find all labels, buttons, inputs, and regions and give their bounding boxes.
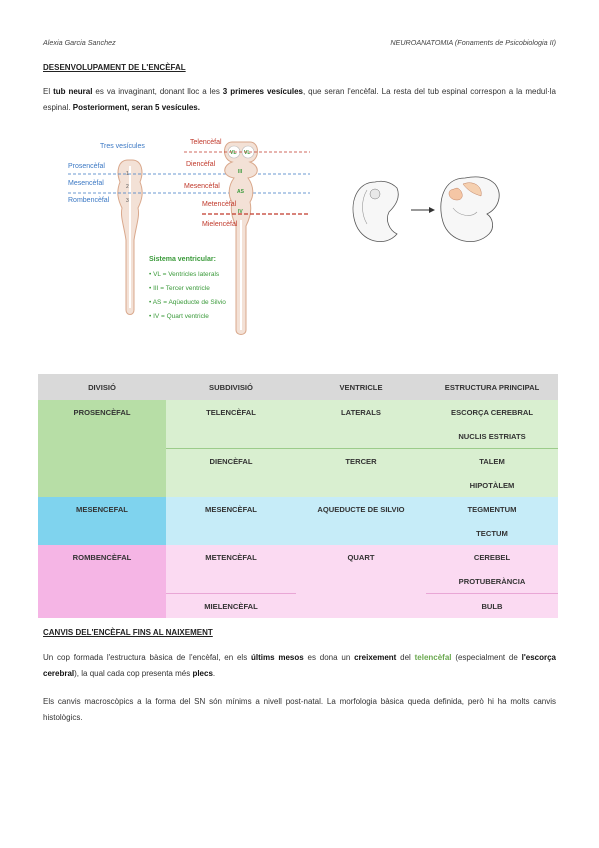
label-prosencefal: Prosencèfal: [68, 163, 105, 170]
number-2: 2: [126, 184, 129, 190]
page-header: Alexia Garcia Sanchez NEUROANATOMIA (Fon…: [43, 38, 556, 47]
table-row: PROSENCÈFAL TELENCÈFAL LATERALS ESCORÇA …: [38, 400, 558, 497]
header-ventricle: VENTRICLE: [296, 374, 426, 400]
label-as: AS: [237, 189, 245, 195]
embryo-early: [352, 180, 399, 242]
header-subdivisio: SUBDIVISIÓ: [166, 374, 296, 400]
label-telencefal: Telencèfal: [190, 139, 222, 146]
table-row: NUCLIS ESTRIATS: [38, 424, 558, 449]
cell-mesencefal-sub: MESENCÈFAL: [166, 497, 296, 545]
course-title: NEUROANATOMIA (Fonaments de Psicobiologi…: [390, 38, 556, 47]
cell-mielencefal: MIELENCÈFAL: [166, 593, 296, 618]
header-divisio: DIVISIÓ: [38, 374, 166, 400]
cell-prosencefal: PROSENCÈFAL: [38, 400, 166, 497]
table-header-row: DIVISIÓ SUBDIVISIÓ VENTRICLE ESTRUCTURA …: [38, 374, 558, 400]
sv-as: • AS = Aqüeducte de Silvio: [149, 299, 226, 306]
header-estructura: ESTRUCTURA PRINCIPAL: [426, 374, 558, 400]
five-vesicles-brain: VL VL III AS IV: [224, 141, 258, 335]
embryo-late: [440, 176, 500, 242]
table-row: MIELENCÈFAL BULB: [38, 593, 558, 618]
cell-rombencefal: ROMBENCÈFAL: [38, 545, 166, 618]
label-iii: III: [238, 169, 243, 175]
label-tres-vesicules: Tres vesícules: [100, 143, 145, 150]
label-vl-left: VL: [230, 150, 236, 156]
label-rombencefal: Rombencèfal: [68, 197, 110, 204]
cell-tercer: TERCER: [296, 448, 426, 497]
paragraph-postnatal: Els canvis macroscòpics a la forma del S…: [43, 697, 556, 722]
cell-nuclis: NUCLIS ESTRIATS: [426, 424, 558, 449]
three-vesicles-tube: 1 2 3: [117, 159, 143, 315]
label-diencefal: Diencèfal: [186, 161, 216, 168]
number-3: 3: [126, 198, 129, 204]
table-row: PROTUBERÀNCIA: [38, 569, 558, 594]
arrow-icon: [411, 207, 435, 213]
label-mielencefal: Mielencèfal: [202, 221, 238, 228]
cell-telencefal: TELENCÈFAL: [166, 400, 296, 449]
cell-hipotalem: HIPOTÀLEM: [426, 473, 558, 497]
cell-cerebel: CEREBEL: [426, 545, 558, 569]
sistema-ventricular-title: Sistema ventricular:: [149, 256, 216, 263]
sv-iv: • IV = Quart ventricle: [149, 313, 209, 320]
table-row: TECTUM: [38, 521, 558, 545]
cell-quart: QUART: [296, 545, 426, 618]
label-mesencefal: Mesencèfal: [68, 180, 104, 187]
cell-laterals: LATERALS: [296, 400, 426, 449]
embryo-development-drawing: [352, 176, 500, 242]
label-iv: IV: [238, 209, 243, 215]
brain-divisions-table: DIVISIÓ SUBDIVISIÓ VENTRICLE ESTRUCTURA …: [38, 374, 558, 618]
cell-talem: TALEM: [426, 448, 558, 473]
cell-bulb: BULB: [426, 593, 558, 618]
table-row: ROMBENCÈFAL METENCÈFAL QUART CEREBEL: [38, 545, 558, 618]
section-title-development: DESENVOLUPAMENT DE L'ENCÈFAL: [43, 63, 186, 72]
label-metencefal: Metencèfal: [202, 201, 237, 208]
cell-aqueducte: AQUEDUCTE DE SILVIO: [296, 497, 426, 545]
cell-metencefal: METENCÈFAL: [166, 545, 296, 594]
table-row: HIPOTÀLEM: [38, 473, 558, 497]
table-row: DIENCÈFAL TERCER TALEM: [38, 448, 558, 497]
vesicles-diagram: 1 2 3 Tres vesícules Prosencèfal Mesencè…: [68, 139, 310, 335]
cell-mesencefal: MESENCEFAL: [38, 497, 166, 545]
section-title-changes: CANVIS DEL'ENCÈFAL FINS AL NAIXEMENT: [43, 628, 213, 637]
sv-vl: • VL = Ventricles laterals: [149, 271, 220, 278]
number-1: 1: [126, 171, 129, 177]
cell-escorca: ESCORÇA CEREBRAL: [426, 400, 558, 424]
cell-protuberancia: PROTUBERÀNCIA: [426, 569, 558, 594]
cell-diencefal: DIENCÈFAL: [166, 448, 296, 497]
cell-tectum: TECTUM: [426, 521, 558, 545]
author-name: Alexia Garcia Sanchez: [43, 38, 116, 47]
label-vl-right: VL: [244, 150, 250, 156]
paragraph-growth: Un cop formada l'estructura bàsica de l'…: [43, 653, 556, 678]
cell-tegmentum: TEGMENTUM: [426, 497, 558, 521]
sv-iii: • III = Tercer ventricle: [149, 285, 210, 292]
paragraph-neural-tube: El tub neural es va invaginant, donant l…: [43, 87, 557, 112]
label-mesencefal-5: Mesencèfal: [184, 183, 220, 190]
table-row: MESENCEFAL MESENCÈFAL AQUEDUCTE DE SILVI…: [38, 497, 558, 545]
